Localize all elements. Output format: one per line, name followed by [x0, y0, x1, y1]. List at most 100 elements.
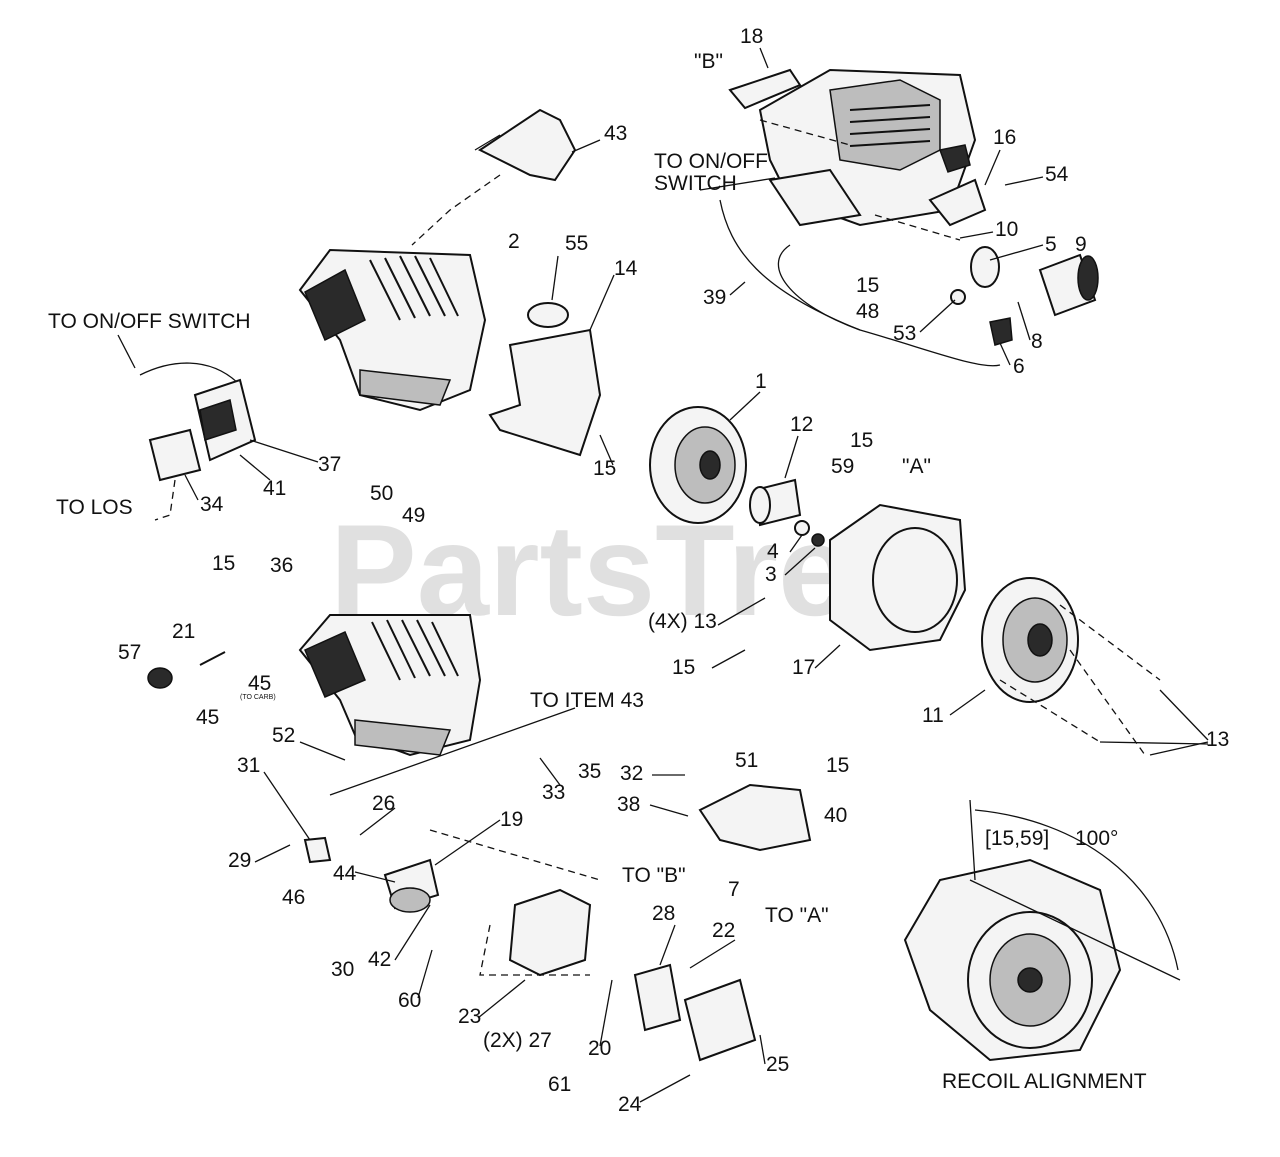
label-45: 45 — [196, 706, 219, 729]
part-7-bracket — [698, 783, 812, 852]
label-60: 60 — [398, 989, 421, 1012]
label-to-b: TO "B" — [622, 864, 686, 887]
label-45-note: (TO CARB) — [240, 694, 276, 701]
part-9-oil-filter — [1038, 253, 1099, 317]
label-15-right: 15 — [826, 754, 849, 777]
label-26: 26 — [372, 792, 395, 815]
label-ref-b-top: "B" — [694, 50, 723, 73]
label-42: 42 — [368, 948, 391, 971]
label-12: 12 — [790, 413, 813, 436]
label-46: 46 — [282, 886, 305, 909]
label-to-onoff-1: TO ON/OFF — [654, 150, 768, 173]
part-5-adapter — [970, 246, 1000, 288]
label-15-top: 15 — [856, 274, 879, 297]
label-11: 11 — [922, 704, 944, 727]
label-35: 35 — [578, 760, 601, 783]
label-13-4x: (4X) 13 — [648, 610, 717, 633]
engine-middle-lower — [298, 614, 482, 757]
part-23-air-cleaner-base — [508, 888, 592, 977]
label-5: 5 — [1045, 233, 1057, 256]
label-25: 25 — [766, 1053, 789, 1076]
label-15-left: 15 — [212, 552, 235, 575]
label-1: 1 — [755, 370, 767, 393]
label-23: 23 — [458, 1005, 481, 1028]
label-45-carb: 45 — [248, 672, 271, 695]
label-53: 53 — [893, 322, 916, 345]
label-angle: 100° — [1075, 827, 1118, 850]
part-17-blower-housing — [829, 503, 967, 652]
label-21: 21 — [172, 620, 195, 643]
label-18: 18 — [740, 25, 763, 48]
part-14-cover — [488, 328, 602, 457]
part-21-pin — [199, 651, 226, 666]
label-50: 50 — [370, 482, 393, 505]
label-29: 29 — [228, 849, 251, 872]
part-31-insulator — [303, 836, 332, 864]
label-49: 49 — [402, 504, 425, 527]
label-24: 24 — [618, 1093, 642, 1116]
recoil-alignment-title: RECOIL ALIGNMENT — [942, 1070, 1147, 1093]
label-31: 31 — [237, 754, 260, 777]
part-55-gasket — [527, 302, 569, 328]
label-40: 40 — [824, 804, 847, 827]
label-30: 30 — [331, 958, 354, 981]
label-2: 2 — [508, 230, 520, 253]
label-48: 48 — [856, 300, 879, 323]
part-22-filter — [633, 963, 682, 1032]
label-59: 59 — [831, 455, 854, 478]
label-15-cover: 15 — [593, 457, 616, 480]
label-33: 33 — [542, 781, 565, 804]
label-55: 55 — [565, 232, 588, 255]
label-9: 9 — [1075, 233, 1087, 256]
part-6-sensor — [989, 317, 1013, 346]
label-38: 38 — [617, 793, 640, 816]
leader-lines — [117, 47, 1209, 1103]
label-43: 43 — [604, 122, 627, 145]
label-15-upper: 15 — [850, 429, 873, 452]
part-11-recoil-starter — [981, 577, 1079, 703]
part-12-cup — [749, 478, 802, 527]
label-bracket-ref: [15,59] — [985, 827, 1049, 850]
label-28: 28 — [652, 902, 675, 925]
engine-middle-top — [298, 248, 487, 412]
part-24-cover — [683, 978, 757, 1062]
label-17: 17 — [792, 656, 815, 679]
label-13: 13 — [1206, 728, 1229, 751]
label-to-onoff-left: TO ON/OFF SWITCH — [48, 310, 251, 333]
label-61: 61 — [548, 1073, 571, 1096]
label-37: 37 — [318, 453, 341, 476]
label-10: 10 — [995, 218, 1018, 241]
label-to-item-43: TO ITEM 43 — [530, 689, 644, 712]
label-to-los: TO LOS — [56, 496, 133, 519]
label-34: 34 — [200, 493, 224, 516]
label-44: 44 — [333, 862, 357, 885]
label-to-a: TO "A" — [765, 904, 829, 927]
label-3: 3 — [765, 563, 777, 586]
label-7: 7 — [728, 878, 740, 901]
label-20: 20 — [588, 1037, 611, 1060]
part-4-washer — [794, 520, 810, 536]
label-57: 57 — [118, 641, 141, 664]
part-16-shield — [928, 178, 987, 227]
label-22: 22 — [712, 919, 735, 942]
label-4: 4 — [767, 540, 779, 563]
ignition-coil-assembly — [139, 362, 257, 482]
label-16: 16 — [993, 126, 1016, 149]
label-51: 51 — [735, 749, 758, 772]
label-32: 32 — [620, 762, 643, 785]
label-27-2x: (2X) 27 — [483, 1029, 552, 1052]
label-14: 14 — [614, 257, 638, 280]
label-19: 19 — [500, 808, 523, 831]
part-43-bracket — [474, 108, 577, 182]
label-to-onoff-2: SWITCH — [654, 172, 737, 195]
label-6: 6 — [1013, 355, 1025, 378]
part-1-flywheel — [649, 406, 747, 524]
part-labels: 18 "B" 43 TO ON/OFF SWITCH 16 54 10 5 9 … — [48, 25, 1229, 1116]
label-39: 39 — [703, 286, 726, 309]
label-52: 52 — [272, 724, 295, 747]
label-41: 41 — [263, 477, 286, 500]
part-3-nut — [811, 533, 825, 547]
label-54: 54 — [1045, 163, 1069, 186]
label-36: 36 — [270, 554, 293, 577]
